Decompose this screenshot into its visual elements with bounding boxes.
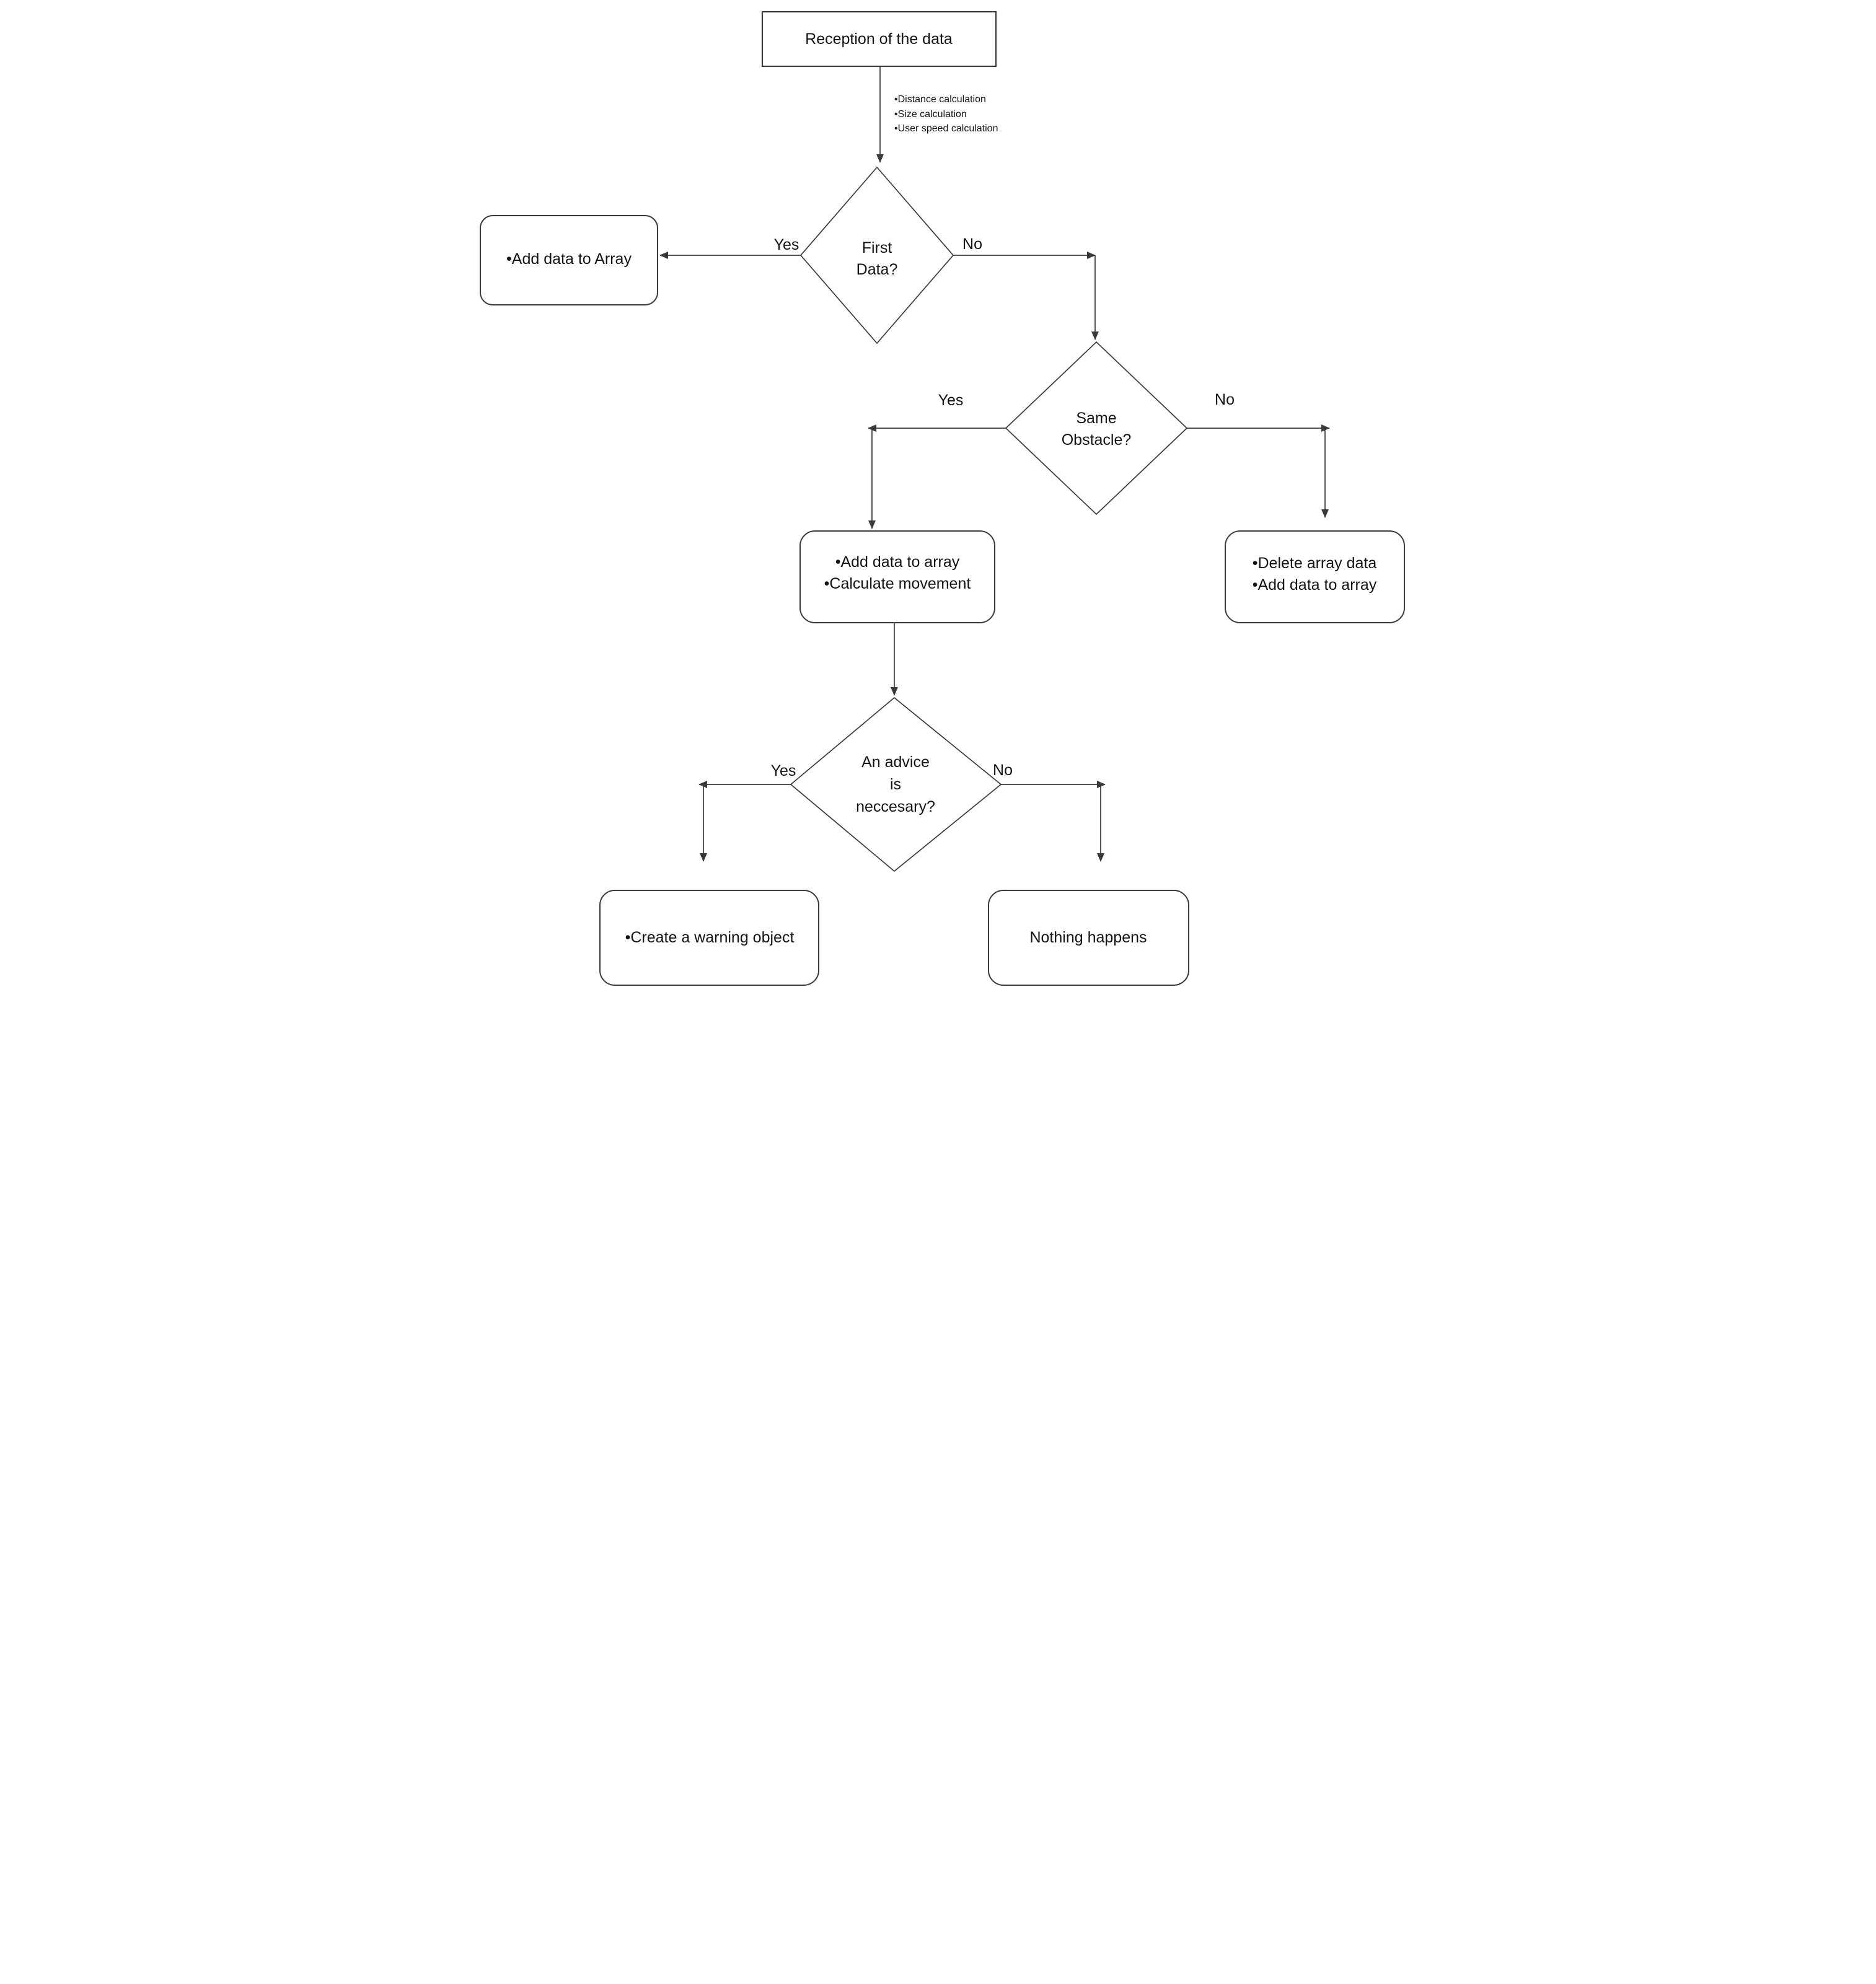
annotation-line: •Distance calculation [894, 94, 986, 105]
first-data-diamond [799, 166, 954, 345]
node-reception-of-data: Reception of the data [761, 11, 997, 68]
advice-diamond [790, 696, 1002, 872]
advice-label-line: is [889, 776, 901, 793]
delete-and-add-label-line: •Add data to array [1252, 576, 1376, 594]
decision-same-obstacle: Same Obstacle? [1005, 341, 1187, 516]
decision-advice-necessary: An advice is neccesary? [790, 696, 1002, 872]
add-data-to-array-label: •Add data to Array [506, 250, 632, 268]
delete-and-add-box [1224, 530, 1405, 623]
process-add-and-calculate: •Add data to array •Calculate movement [799, 530, 995, 623]
start-box-label: Reception of the data [805, 30, 953, 48]
same-obstacle-diamond [1005, 341, 1187, 516]
diagram-page: Reception of the data •Distance calculat… [469, 0, 1407, 992]
delete-and-add-label-line: •Delete array data [1252, 555, 1376, 572]
add-and-calculate-label-line: •Add data to array [835, 553, 959, 571]
nothing-happens-box [987, 890, 1189, 986]
start-box [761, 11, 997, 68]
advice-label-line: An advice [861, 753, 930, 771]
add-and-calculate-box [799, 530, 995, 623]
edge-label-first-data-no: No [962, 235, 982, 253]
add-data-to-array-box [479, 215, 658, 305]
process-nothing-happens: Nothing happens [987, 890, 1189, 986]
annotation-line: •User speed calculation [894, 123, 998, 134]
annotation-line: •Size calculation [894, 109, 967, 120]
edge-label-same-obstacle-yes: Yes [938, 392, 963, 409]
same-obstacle-label-line: Same [1076, 410, 1116, 427]
create-warning-box [599, 890, 819, 986]
edge-label-same-obstacle-no: No [1215, 391, 1235, 408]
edge-label-first-data-yes: Yes [773, 236, 799, 253]
same-obstacle-label-line: Obstacle? [1061, 431, 1131, 449]
first-data-label-line: Data? [856, 261, 897, 278]
edge-label-advice-yes: Yes [770, 762, 796, 779]
edge-label-advice-no: No [993, 762, 1013, 779]
first-data-label-line: First [861, 239, 892, 257]
annotation-calculations: •Distance calculation •Size calculation … [894, 94, 998, 134]
advice-label-line: neccesary? [856, 798, 935, 815]
process-create-warning: •Create a warning object [599, 890, 819, 986]
create-warning-label: •Create a warning object [625, 929, 794, 946]
process-add-data-to-array: •Add data to Array [479, 215, 658, 305]
flowchart-canvas: Reception of the data •Distance calculat… [479, 11, 1405, 986]
add-and-calculate-label-line: •Calculate movement [824, 575, 971, 592]
process-delete-and-add: •Delete array data •Add data to array [1224, 530, 1405, 623]
nothing-happens-label: Nothing happens [1029, 929, 1147, 946]
decision-first-data: First Data? [799, 166, 954, 345]
